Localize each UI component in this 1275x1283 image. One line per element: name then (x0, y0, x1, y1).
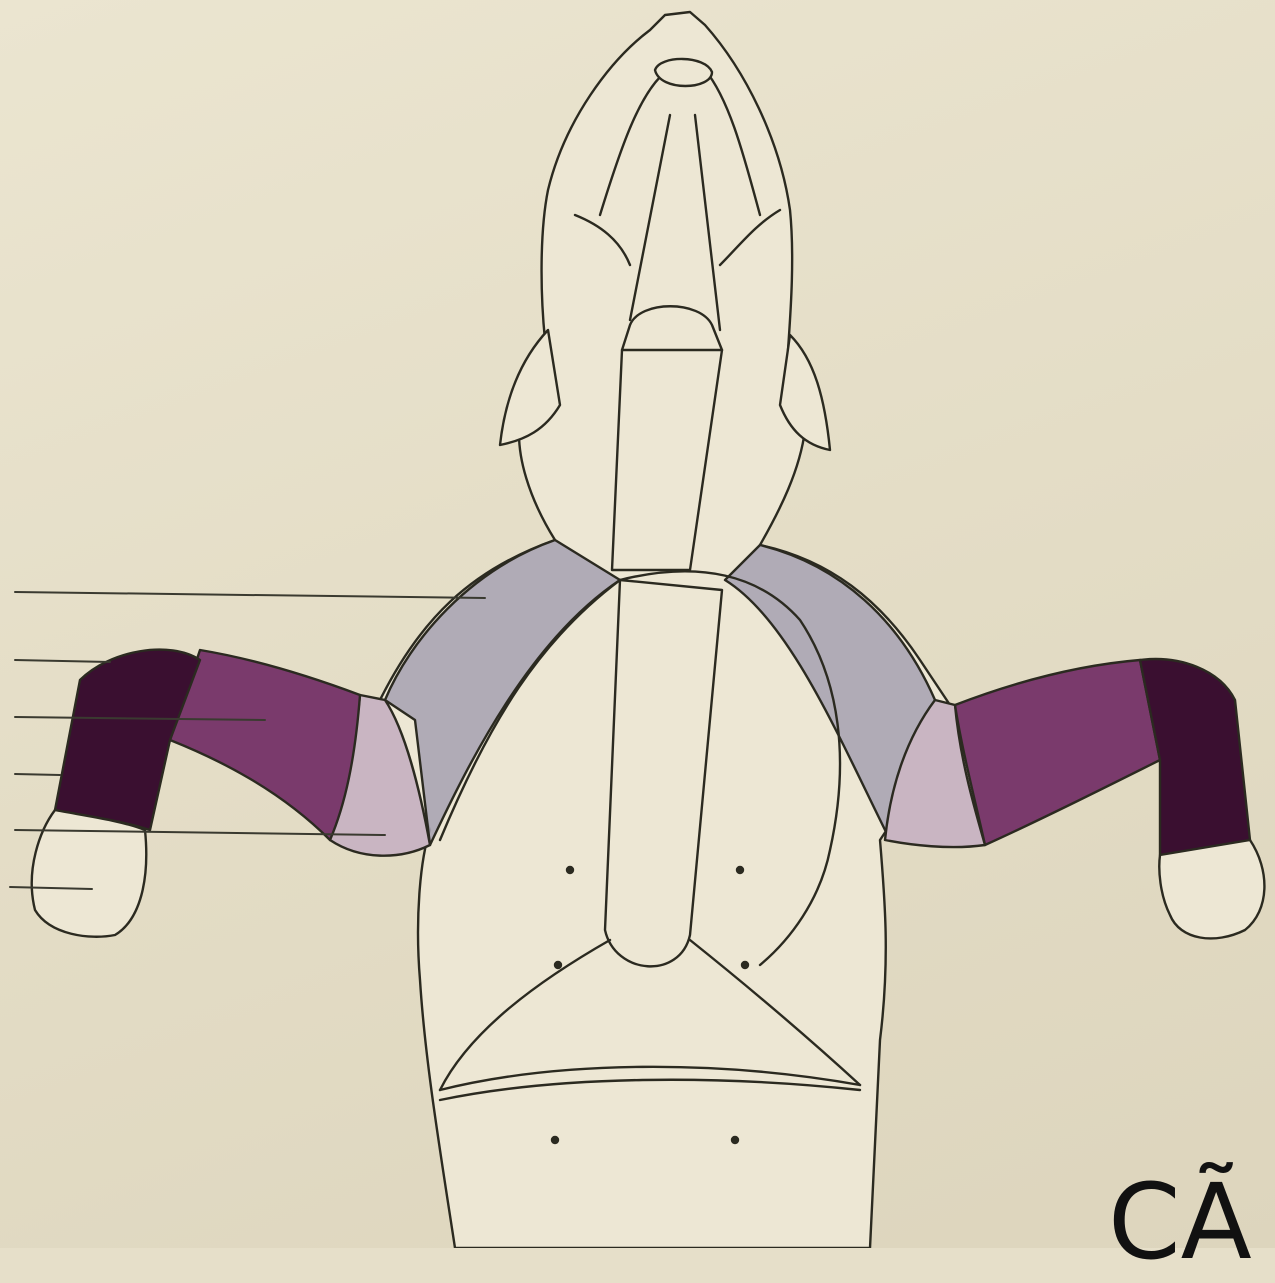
right-forearm-region (955, 660, 1160, 845)
nipple-5 (552, 1137, 558, 1143)
label-line-2 (15, 660, 110, 662)
left-paw (32, 810, 146, 937)
left-forearm-region (170, 650, 360, 840)
dog-ventral-diagram (0, 0, 1275, 1248)
nipple-1 (567, 867, 573, 873)
nipple-2 (737, 867, 743, 873)
nipple-6 (732, 1137, 738, 1143)
muzzle-tip (655, 59, 712, 86)
label-line-1 (15, 592, 485, 598)
nipple-4 (742, 962, 748, 968)
label-line-4 (15, 774, 60, 775)
caption-text: CÃ (1108, 1170, 1252, 1274)
nipple-3 (555, 962, 561, 968)
figure-canvas: CÃ (0, 0, 1275, 1248)
right-paw (1159, 840, 1264, 938)
